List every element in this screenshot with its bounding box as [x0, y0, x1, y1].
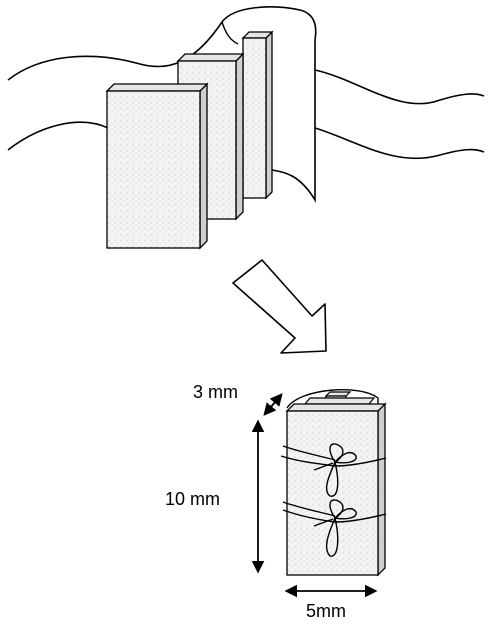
- tissue-block-back: [241, 30, 274, 200]
- dimension-arrows: [251, 393, 378, 598]
- height-label: 10 mm: [165, 489, 220, 509]
- thickness-label: 3 mm: [193, 382, 238, 402]
- thickness-arrow: [263, 393, 283, 416]
- tissue-blocks: [105, 30, 274, 250]
- tissue-block-front: [105, 82, 209, 250]
- width-label: 5mm: [306, 601, 346, 621]
- process-arrow: [232, 259, 327, 354]
- assembled-stack: [285, 389, 387, 577]
- tissue-sheet: [7, 6, 485, 203]
- tied-strings: [280, 443, 387, 557]
